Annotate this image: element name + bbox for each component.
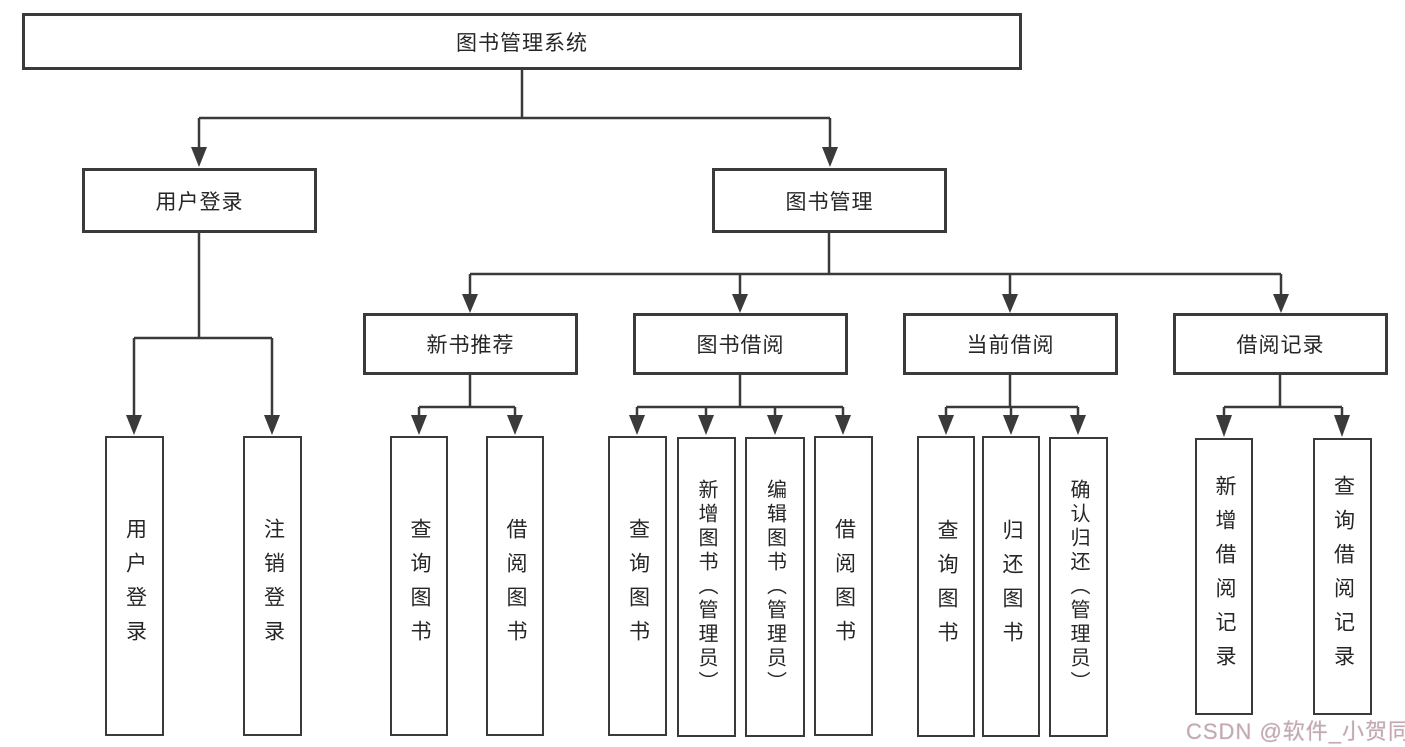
node-current-borrowing-label: 当前借阅 (966, 334, 1055, 357)
node-book-borrowing-label: 图书借阅 (696, 334, 785, 357)
node-return-books-label: 归还图书 (1000, 518, 1023, 655)
node-logout-leaf: 注销登录 (243, 436, 302, 736)
node-add-borrow-record-label: 新增借阅记录 (1213, 474, 1236, 679)
node-query-books-recommend: 查询图书 (390, 436, 448, 736)
node-new-book-recommendation-label: 新书推荐 (426, 334, 515, 357)
node-add-book-admin-label: 新增图书（管理员） (695, 479, 717, 695)
node-logout-leaf-label: 注销登录 (261, 518, 285, 654)
node-borrow-books-recommend-label: 借阅图书 (504, 518, 527, 654)
node-user-login-leaf-label: 用户登录 (123, 518, 147, 654)
node-root-label: 图书管理系统 (456, 31, 588, 55)
node-borrow-books-borrowing-label: 借阅图书 (832, 518, 856, 654)
node-confirm-return-admin: 确认归还（管理员） (1049, 437, 1108, 737)
node-confirm-return-admin-label: 确认归还（管理员） (1067, 479, 1089, 695)
node-query-books-recommend-label: 查询图书 (408, 518, 431, 654)
node-borrowing-records-label: 借阅记录 (1236, 334, 1325, 357)
node-book-borrowing: 图书借阅 (633, 313, 848, 375)
node-edit-book-admin: 编辑图书（管理员） (745, 437, 805, 737)
node-query-books-current-label: 查询图书 (935, 518, 958, 655)
node-query-books-borrowing: 查询图书 (608, 436, 667, 736)
node-edit-book-admin-label: 编辑图书（管理员） (763, 479, 786, 695)
node-query-borrow-record: 查询借阅记录 (1313, 438, 1372, 715)
node-borrowing-records: 借阅记录 (1173, 313, 1388, 375)
node-query-books-current: 查询图书 (917, 436, 975, 737)
node-add-borrow-record: 新增借阅记录 (1195, 438, 1253, 715)
node-user-login-label: 用户登录 (155, 190, 244, 214)
node-borrow-books-borrowing: 借阅图书 (814, 436, 873, 736)
node-add-book-admin: 新增图书（管理员） (677, 437, 736, 737)
node-root: 图书管理系统 (22, 13, 1022, 70)
node-query-books-borrowing-label: 查询图书 (626, 518, 650, 654)
node-borrow-books-recommend: 借阅图书 (486, 436, 544, 736)
node-user-login-leaf: 用户登录 (105, 436, 164, 736)
csdn-watermark: CSDN @软件_小贺同学 (1186, 719, 1405, 744)
node-return-books: 归还图书 (982, 436, 1040, 737)
arrowhead-icons (126, 147, 1350, 437)
node-book-management: 图书管理 (712, 168, 947, 233)
node-book-management-label: 图书管理 (785, 190, 874, 214)
node-new-book-recommendation: 新书推荐 (363, 313, 578, 375)
node-current-borrowing: 当前借阅 (903, 313, 1118, 375)
node-user-login: 用户登录 (82, 168, 317, 233)
node-query-borrow-record-label: 查询借阅记录 (1331, 474, 1355, 679)
